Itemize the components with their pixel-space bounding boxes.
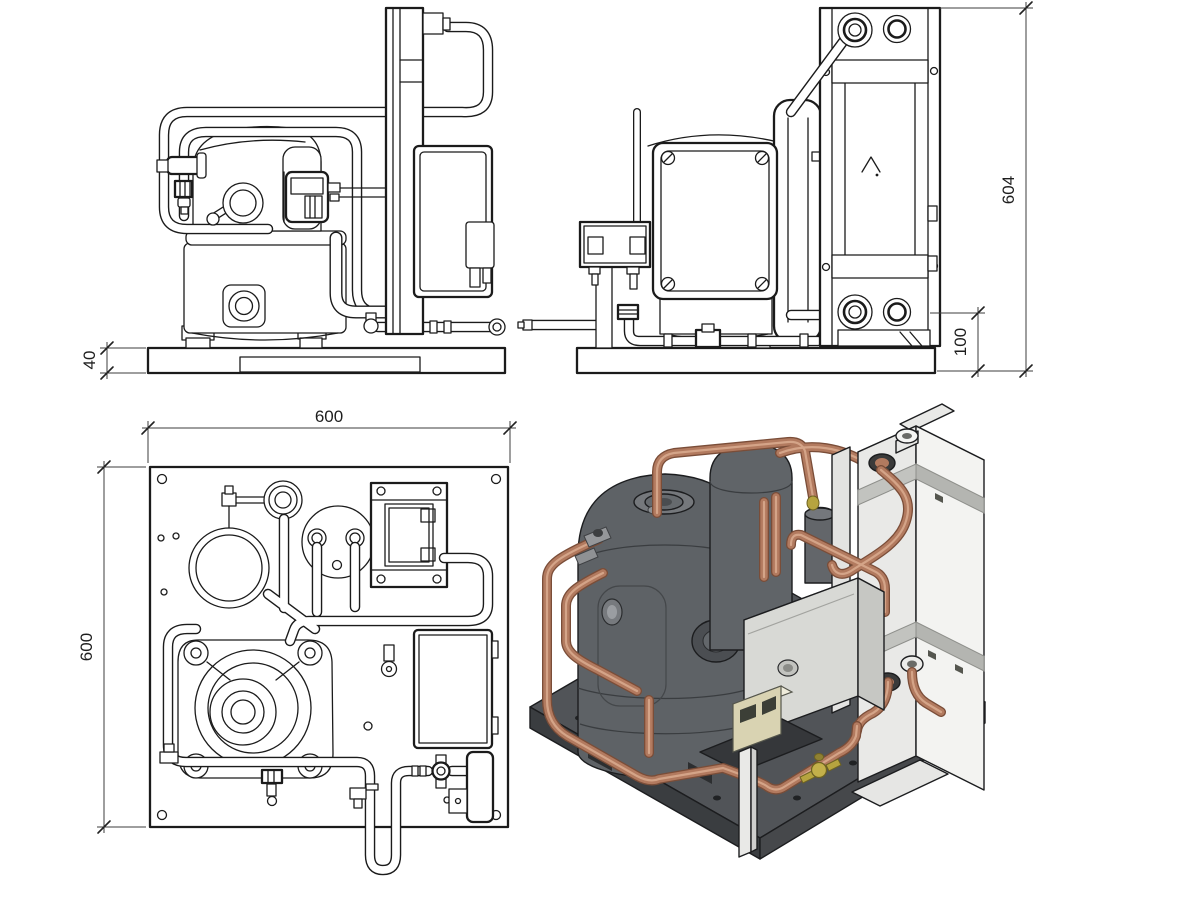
plan-view: 600 600 <box>77 407 517 876</box>
hx-brand-chevron-icon <box>861 156 881 177</box>
plan-outlet-box <box>448 750 495 824</box>
front-electrical-box <box>412 144 495 299</box>
corner-screw-icon <box>660 150 770 292</box>
dimension-side-overall-height: 604 <box>937 1 1033 378</box>
iso-back-bracket-top <box>899 403 955 432</box>
side-bottom-piping <box>517 303 842 349</box>
plan-electrical-box <box>412 628 499 750</box>
front-base-height-label: 40 <box>80 351 99 370</box>
side-electrical-box <box>651 141 779 301</box>
side-pressure-switch <box>578 220 652 349</box>
plan-hx-bracket <box>369 481 449 589</box>
front-port-plate <box>222 284 266 328</box>
plan-mounting-holes <box>156 473 502 821</box>
front-manifold-fittings <box>363 312 506 336</box>
iso-copper-bottom-run <box>542 534 862 795</box>
dimension-front-base-height: 40 <box>80 341 146 380</box>
side-heat-exchanger <box>785 6 942 348</box>
plan-width-label: 600 <box>315 407 343 426</box>
plan-pipes <box>159 513 494 876</box>
iso-controller-display <box>740 704 756 723</box>
dimension-plan-depth: 600 <box>77 460 146 834</box>
iso-copper-pipes-rear <box>652 436 882 582</box>
side-connection-height-label: 100 <box>951 328 970 356</box>
side-view: 604 100 <box>517 1 1033 378</box>
hx-ports <box>837 12 912 330</box>
dimension-side-connection-height: 100 <box>930 306 985 378</box>
front-view: 40 <box>80 6 507 380</box>
isometric-view <box>529 403 986 860</box>
iso-sight-glass-brass <box>806 495 820 511</box>
iso-controller <box>731 685 794 858</box>
front-service-valve <box>156 152 207 215</box>
iso-hx-foot <box>851 759 949 807</box>
front-sight-glass <box>206 182 264 226</box>
dimension-plan-width: 600 <box>141 407 517 463</box>
plan-compressor-housing <box>177 639 334 779</box>
side-base-plate <box>575 346 937 375</box>
side-overall-height-label: 604 <box>999 176 1018 204</box>
front-base-plate <box>146 346 507 375</box>
plan-bottom-valves <box>260 754 451 809</box>
iso-copper-pipes-front <box>561 465 946 758</box>
iso-left-fittings <box>574 526 612 566</box>
iso-brass-valve <box>799 753 842 784</box>
plan-depth-label: 600 <box>77 633 96 661</box>
